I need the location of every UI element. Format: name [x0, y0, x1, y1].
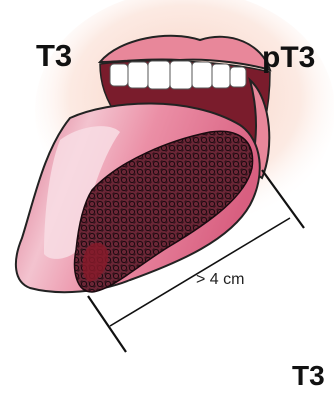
stage-label-left: T3 — [36, 40, 72, 71]
stage-label-bottom: T3 — [292, 362, 325, 390]
upper-teeth — [110, 61, 246, 89]
measure-line-left — [88, 296, 126, 352]
tumor-size-label: > 4 cm — [196, 271, 244, 289]
stage-label-right: pT3 — [262, 43, 315, 73]
